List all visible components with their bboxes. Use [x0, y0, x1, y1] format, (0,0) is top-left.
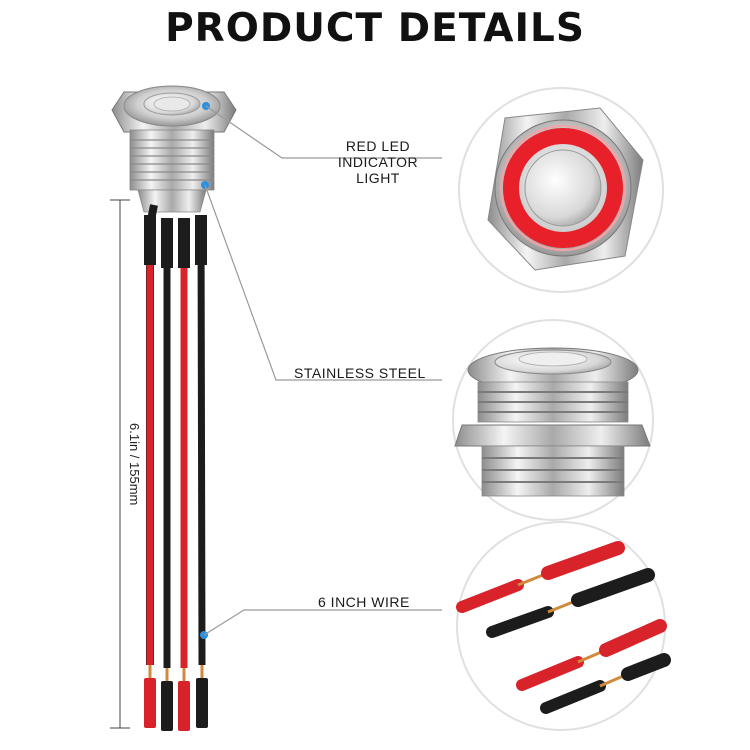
- wire-closeup: [456, 521, 671, 731]
- led-closeup: [458, 87, 664, 293]
- dimension-line: [110, 199, 130, 729]
- page-title: PRODUCT DETAILS: [165, 6, 585, 51]
- switch-body: [111, 85, 237, 213]
- callout-led-line1: RED LED: [345, 138, 411, 154]
- dimension-label: 6.1in / 155mm: [127, 423, 142, 506]
- callout-led-line2: INDICATOR LIGHT: [337, 154, 419, 186]
- callout-wire: 6 INCH WIRE: [318, 594, 410, 610]
- leader-lines: [203, 105, 442, 636]
- steel-closeup: [452, 319, 654, 521]
- callout-steel: STAINLESS STEEL: [294, 365, 426, 381]
- wire-bundle: [144, 204, 208, 731]
- callout-led: RED LED INDICATOR LIGHT: [314, 138, 442, 186]
